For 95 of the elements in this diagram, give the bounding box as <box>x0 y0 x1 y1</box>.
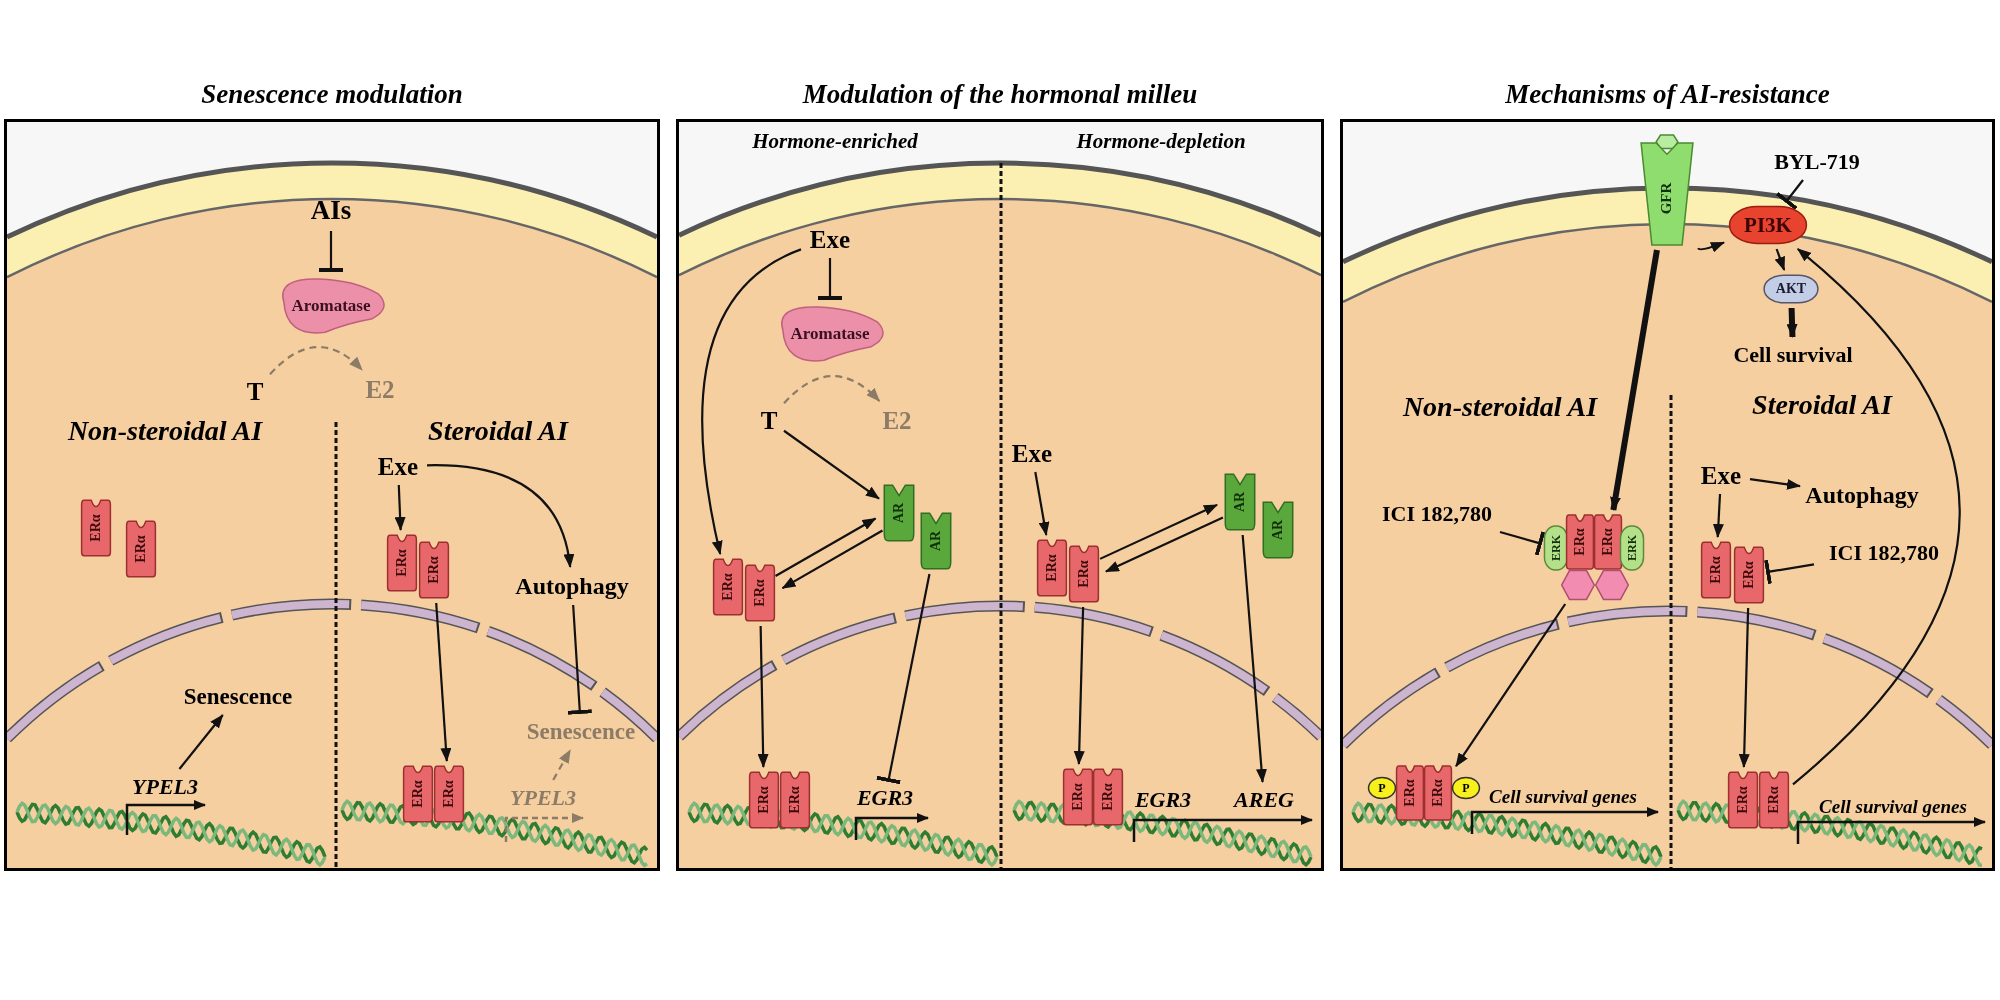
er-alpha-receptor: ERα <box>1759 771 1789 829</box>
er-alpha-receptor: ERα <box>1734 546 1764 604</box>
androgen-receptor: AR <box>1262 501 1294 559</box>
pathway-label: Autophagy <box>1804 480 1920 510</box>
section-label: Hormone-enriched <box>752 130 918 152</box>
section-label: Steroidal AI <box>1752 391 1892 419</box>
er-alpha-receptor: ERα <box>713 558 743 616</box>
inhibition-line <box>1764 559 1815 585</box>
section-label: Non-steroidal AI <box>67 417 263 445</box>
er-alpha-receptor: ERα <box>1728 771 1758 829</box>
pathway-label: E2 <box>362 374 398 404</box>
er-alpha-receptor: ERα <box>749 771 779 829</box>
er-alpha-receptor: ERα <box>434 765 464 823</box>
er-alpha-receptor: ERα <box>1063 768 1093 826</box>
arrow <box>178 714 224 770</box>
er-alpha-receptor: ERα <box>1701 541 1731 599</box>
er-alpha-receptor: ERα <box>387 534 417 592</box>
arrow <box>552 749 572 781</box>
gene-label: AREG <box>1228 786 1300 814</box>
er-alpha-receptor: ERα <box>1037 539 1067 597</box>
pathway-label: E2 <box>879 405 915 435</box>
arrow <box>1455 603 1567 768</box>
gene-label: EGR3 <box>849 784 921 812</box>
hexagon-shape <box>1595 570 1629 600</box>
panel-title: Mechanisms of AI-resistance <box>1505 77 1830 111</box>
er-alpha-receptor: ERα <box>1093 768 1123 826</box>
inhibition-line <box>319 231 343 272</box>
er-alpha-receptor: ERα <box>780 771 810 829</box>
phosphate-circle: P <box>1452 777 1480 799</box>
er-alpha-receptor: ERα <box>1069 545 1099 603</box>
arrow <box>781 529 884 590</box>
arrow <box>1241 534 1267 783</box>
section-label: Non-steroidal AI <box>1402 393 1598 421</box>
pathway-label: ICI 182,780 <box>1371 500 1503 528</box>
pathway-label: Exe <box>1696 460 1746 490</box>
arrow <box>1697 241 1725 253</box>
pathway-label: T <box>244 376 266 406</box>
arrow <box>701 248 802 555</box>
pathway-label: Senescence <box>519 716 643 746</box>
er-alpha-receptor: ERα <box>126 520 156 578</box>
arrow <box>435 602 452 762</box>
pathway-label: Exe <box>1007 438 1057 468</box>
hexagon-shape <box>1561 570 1595 600</box>
androgen-receptor: AR <box>883 484 915 542</box>
gene-label: Cell survival genes <box>1805 794 1981 818</box>
gene-label: EGR3 <box>1127 786 1199 814</box>
er-alpha-receptor: ERα <box>81 499 111 557</box>
inhibition-line <box>818 258 842 300</box>
section-label: Steroidal AI <box>428 417 568 445</box>
arrow <box>783 375 881 405</box>
pathway-label: Exe <box>805 224 855 254</box>
androgen-receptor: AR <box>920 512 952 570</box>
er-alpha-receptor: ERα <box>403 765 433 823</box>
arrow <box>1774 248 1786 271</box>
gene-label: YPEL3 <box>125 773 205 801</box>
arrow <box>1610 249 1660 511</box>
arrow <box>1099 503 1218 560</box>
section-label: Hormone-depletion <box>1076 130 1246 152</box>
pathway-label: AIs <box>303 193 359 227</box>
arrow <box>269 346 363 376</box>
pathway-label: T <box>758 405 780 435</box>
pathway-label: Cell survival <box>1725 341 1861 369</box>
er-alpha-receptor: ERα <box>1566 514 1594 570</box>
inhibition-line <box>876 573 931 785</box>
arrow <box>757 626 769 768</box>
arrow <box>783 429 880 500</box>
arrow <box>1738 607 1750 768</box>
pathway-label: ICI 182,780 <box>1818 539 1950 567</box>
arrow <box>1749 478 1801 490</box>
arrow <box>1105 516 1224 573</box>
er-alpha-receptor: ERα <box>1594 514 1622 570</box>
er-alpha-receptor: ERα <box>419 541 449 599</box>
arrow <box>1034 471 1050 536</box>
inhibition-line <box>1499 530 1546 556</box>
er-alpha-receptor: ERα <box>745 564 775 622</box>
androgen-receptor: AR <box>1224 473 1256 531</box>
inhibition-line <box>1775 179 1804 210</box>
arrow <box>427 464 574 568</box>
pathway-label: BYL-719 <box>1765 148 1869 176</box>
er-alpha-receptor: ERα <box>1424 765 1452 821</box>
arrow <box>1712 493 1724 538</box>
arrow <box>774 517 877 577</box>
pathway-label: Senescence <box>176 681 300 711</box>
phosphate-circle: P <box>1368 777 1396 799</box>
arrow <box>394 484 406 531</box>
inhibition-line <box>567 604 592 715</box>
er-alpha-receptor: ERα <box>1396 765 1424 821</box>
pathway-label: Autophagy <box>514 571 630 601</box>
panel-title: Modulation of the hormonal milleu <box>802 77 1198 111</box>
pathway-label: Exe <box>373 451 423 481</box>
panel-title: Senescence modulation <box>201 77 463 111</box>
arrow <box>1792 248 1961 786</box>
gene-label: YPEL3 <box>503 784 583 812</box>
arrow <box>1073 606 1085 765</box>
arrow <box>1786 307 1798 338</box>
